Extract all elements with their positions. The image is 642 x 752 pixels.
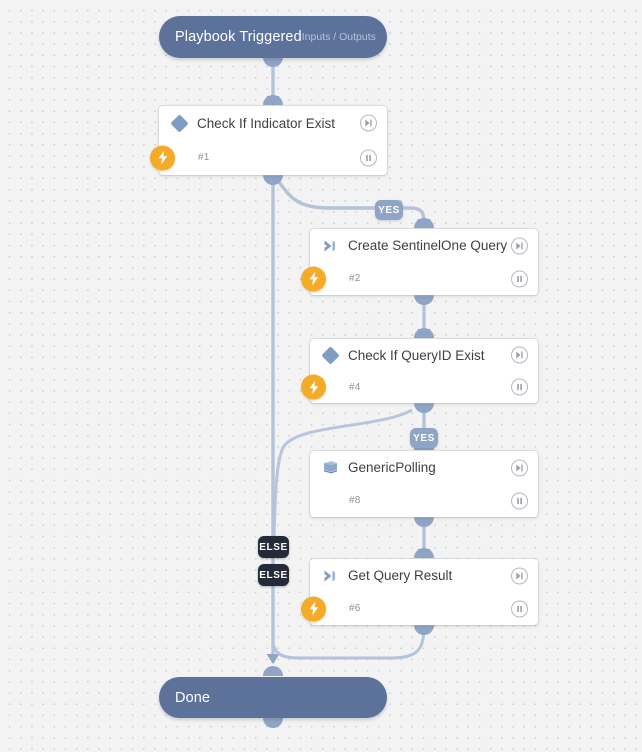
task-card-get-query-result[interactable]: Get Query Result #6: [301, 559, 538, 625]
chevron-command-icon: [320, 236, 340, 256]
task-card-header-row: Create SentinelOne Query: [310, 229, 538, 262]
task-card-create-sentinelone-query[interactable]: Create SentinelOne Query #2: [301, 229, 538, 295]
end-node-title: Done: [175, 689, 211, 706]
start-node-playbook-triggered[interactable]: Playbook Triggered Inputs / Outputs: [159, 16, 387, 58]
task-number: #6: [349, 603, 361, 614]
branch-label-yes-2[interactable]: YES: [410, 428, 438, 448]
lightning-bolt-icon[interactable]: [301, 266, 326, 291]
lightning-bolt-icon[interactable]: [301, 596, 326, 621]
task-title: Create SentinelOne Query: [348, 238, 508, 253]
lightning-bolt-icon[interactable]: [301, 374, 326, 400]
pause-icon[interactable]: [511, 270, 528, 287]
task-card-check-if-indicator-exist[interactable]: Check If Indicator Exist #1: [150, 106, 387, 176]
pause-icon[interactable]: [360, 149, 377, 167]
start-node-title: Playbook Triggered: [175, 29, 302, 45]
task-card-header-row: Get Query Result: [310, 559, 538, 592]
diamond-condition-icon: [169, 113, 189, 133]
task-card-genericpolling[interactable]: GenericPolling #8: [310, 451, 538, 517]
task-card-footer-row: #6: [301, 592, 538, 625]
task-title: Check If Indicator Exist: [197, 115, 336, 131]
task-card-header-row: Check If Indicator Exist: [159, 106, 387, 141]
task-title: GenericPolling: [348, 460, 436, 475]
task-card-footer-row: #2: [301, 262, 538, 295]
task-number: #8: [349, 495, 361, 506]
end-node-done[interactable]: Done: [159, 677, 387, 718]
task-number: #4: [349, 381, 361, 393]
task-title: Check If QueryID Exist: [348, 347, 485, 363]
skip-next-icon[interactable]: [360, 114, 377, 132]
task-card-header-row: Check If QueryID Exist: [310, 339, 538, 371]
task-card-check-if-queryid-exist[interactable]: Check If QueryID Exist #4: [301, 339, 538, 403]
task-card-footer-row: #4: [301, 371, 538, 403]
lightning-bolt-icon[interactable]: [150, 145, 175, 171]
task-number: #1: [198, 152, 210, 164]
playbook-book-icon: [320, 458, 340, 478]
task-card-footer-row: #8: [310, 484, 538, 517]
diamond-condition-icon: [320, 345, 340, 365]
skip-next-icon[interactable]: [511, 459, 528, 476]
skip-next-icon[interactable]: [511, 346, 528, 364]
skip-next-icon[interactable]: [511, 237, 528, 254]
pause-icon[interactable]: [511, 600, 528, 617]
skip-next-icon[interactable]: [511, 567, 528, 584]
task-card-footer-row: #1: [150, 141, 387, 176]
task-number: #2: [349, 273, 361, 284]
pause-icon[interactable]: [511, 492, 528, 509]
branch-label-yes-1[interactable]: YES: [375, 200, 403, 220]
pause-icon[interactable]: [511, 378, 528, 396]
branch-label-else-1[interactable]: ELSE: [258, 536, 289, 558]
task-card-header-row: GenericPolling: [310, 451, 538, 484]
start-node-inputs-outputs-label[interactable]: Inputs / Outputs: [301, 31, 376, 43]
branch-label-else-2[interactable]: ELSE: [258, 564, 289, 586]
task-title: Get Query Result: [348, 568, 453, 583]
chevron-command-icon: [320, 566, 340, 586]
